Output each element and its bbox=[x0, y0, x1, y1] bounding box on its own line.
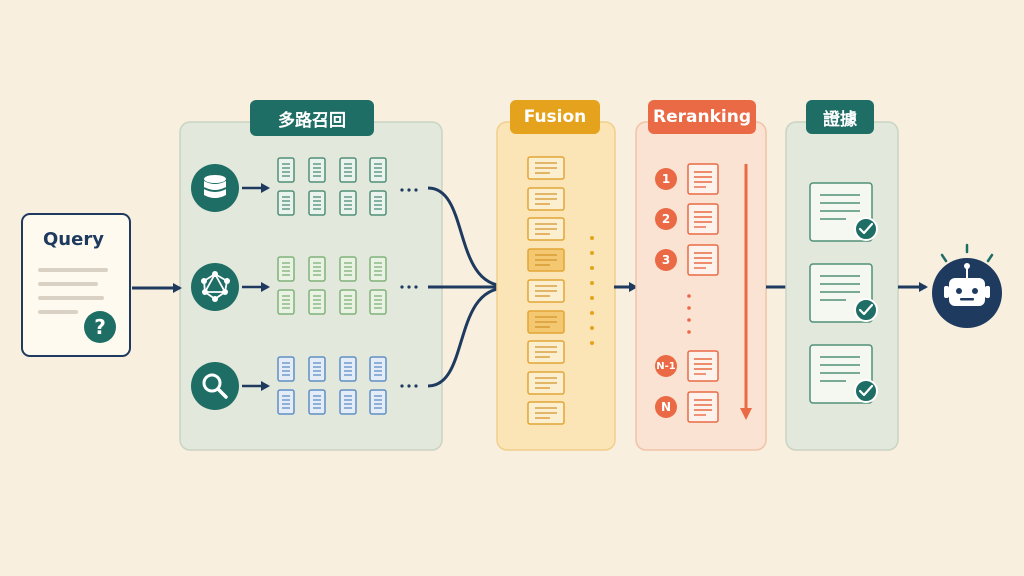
database-icon bbox=[191, 164, 239, 212]
rank-list bbox=[655, 163, 719, 423]
fused-document bbox=[527, 310, 565, 334]
evidence-label: 證據 bbox=[806, 100, 874, 134]
query-card bbox=[21, 213, 131, 357]
question-mark: ? bbox=[94, 315, 106, 339]
rank-number: N-1 bbox=[656, 360, 676, 372]
document-icon bbox=[339, 157, 357, 183]
robot-icon bbox=[932, 243, 1002, 328]
document-icon bbox=[369, 256, 387, 282]
ranked-item bbox=[655, 203, 719, 235]
document-icon bbox=[277, 289, 295, 315]
check-badge-icon bbox=[854, 298, 878, 322]
rank-number: 2 bbox=[661, 212, 671, 226]
document-icon bbox=[308, 256, 326, 282]
fusion-doc-stack bbox=[527, 156, 565, 425]
document-icon bbox=[369, 289, 387, 315]
ranked-item bbox=[655, 244, 719, 276]
fused-document bbox=[527, 401, 565, 425]
graph-network-icon bbox=[191, 263, 239, 311]
document-icon bbox=[277, 389, 295, 415]
evidence-document bbox=[809, 344, 878, 404]
fused-document bbox=[527, 217, 565, 241]
fused-document bbox=[527, 340, 565, 364]
document-icon bbox=[369, 356, 387, 382]
search-icon bbox=[191, 362, 239, 410]
document-icon bbox=[308, 356, 326, 382]
document-icon bbox=[369, 389, 387, 415]
fused-document bbox=[527, 279, 565, 303]
ranked-item bbox=[655, 350, 719, 382]
fused-document bbox=[527, 187, 565, 211]
question-badge bbox=[84, 311, 116, 343]
reranking-label: Reranking bbox=[648, 100, 756, 134]
evidence-document bbox=[809, 263, 878, 323]
document-icon bbox=[277, 190, 295, 216]
document-icon bbox=[308, 389, 326, 415]
fused-document bbox=[527, 156, 565, 180]
fused-document bbox=[527, 371, 565, 395]
rank-number: 3 bbox=[661, 253, 671, 267]
rank-dots bbox=[687, 294, 691, 334]
evidence-doc-stack bbox=[809, 182, 878, 404]
ranked-item bbox=[655, 163, 719, 195]
evidence-document bbox=[809, 182, 878, 242]
fused-document bbox=[527, 248, 565, 272]
document-icon bbox=[308, 289, 326, 315]
document-icon bbox=[277, 256, 295, 282]
merge-arrows bbox=[427, 186, 508, 388]
fusion-label: Fusion bbox=[510, 100, 600, 134]
document-icon bbox=[339, 289, 357, 315]
document-icon bbox=[308, 190, 326, 216]
check-badge-icon bbox=[854, 379, 878, 403]
fusion-dots bbox=[590, 236, 594, 345]
check-badge-icon bbox=[854, 217, 878, 241]
document-icon bbox=[308, 157, 326, 183]
document-icon bbox=[339, 190, 357, 216]
rank-number: N bbox=[660, 400, 672, 414]
doc-grid-graph bbox=[277, 256, 387, 315]
ranked-item bbox=[655, 391, 719, 423]
document-icon bbox=[339, 256, 357, 282]
query-title: Query bbox=[43, 229, 104, 250]
document-icon bbox=[369, 157, 387, 183]
document-icon bbox=[277, 356, 295, 382]
document-icon bbox=[339, 389, 357, 415]
rank-number: 1 bbox=[661, 172, 671, 186]
document-icon bbox=[369, 190, 387, 216]
document-icon bbox=[277, 157, 295, 183]
doc-grid-search bbox=[277, 356, 387, 415]
document-icon bbox=[339, 356, 357, 382]
doc-grid-database bbox=[277, 157, 387, 216]
retrieval-label: 多路召回 bbox=[250, 100, 374, 136]
ellipsis-dots bbox=[400, 188, 418, 388]
